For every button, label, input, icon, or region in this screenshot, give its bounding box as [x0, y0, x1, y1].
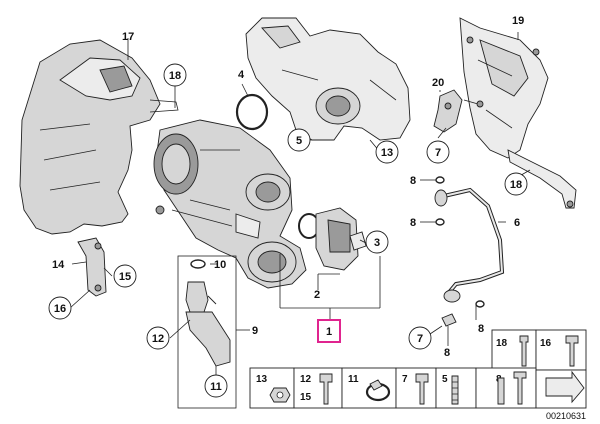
callout-18a: 18 — [169, 70, 181, 82]
callout-12: 12 — [152, 333, 164, 345]
callout-8d: 8 — [444, 347, 450, 359]
callout-2: 2 — [314, 289, 320, 301]
callout-1: 1 — [326, 326, 332, 338]
fastener-bottom-13: 13 — [256, 374, 268, 385]
wastegate-actuator — [298, 207, 367, 271]
fastener-panel-bottom: 13 12 15 11 7 5 8 — [249, 367, 587, 409]
bracket-20 — [433, 89, 484, 133]
exhaust-manifold — [245, 17, 411, 141]
oil-return-group — [177, 255, 237, 409]
callout-8c: 8 — [478, 323, 484, 335]
fastener-panel-right: 18 16 — [491, 329, 587, 371]
callout-1-box — [317, 319, 341, 343]
callout-7a: 7 — [435, 147, 441, 159]
callout-10: 10 — [214, 259, 226, 271]
fastener-bottom-5: 5 — [442, 374, 448, 385]
fastener-bottom-7: 7 — [402, 374, 408, 385]
turbocharger-assembly — [153, 119, 307, 289]
fastener-right-16: 16 — [540, 338, 552, 349]
callout-17: 17 — [122, 31, 134, 43]
callout-labels: 17 4 19 20 8 8 6 8 8 10 9 14 2 — [52, 15, 524, 359]
callout-leaders — [69, 32, 531, 376]
banjo-bolt-7 — [441, 313, 457, 327]
heat-shield-bracket-19 — [459, 17, 577, 209]
fastener-bottom-11: 11 — [348, 374, 359, 385]
callout-20: 20 — [432, 77, 444, 89]
callout-11: 11 — [210, 381, 222, 393]
callout-13: 13 — [381, 147, 393, 159]
fastener-bottom-15: 15 — [300, 392, 312, 403]
bracket-14 — [77, 237, 107, 297]
callout-3: 3 — [374, 237, 380, 249]
callout-18b: 18 — [510, 179, 522, 191]
callout-6: 6 — [514, 217, 520, 229]
oil-feed-line-6 — [434, 187, 505, 303]
fastener-right-18: 18 — [496, 338, 508, 349]
callout-8b: 8 — [410, 217, 416, 229]
heat-shield-17 — [19, 39, 179, 235]
fastener-bottom-12: 12 — [300, 374, 312, 385]
callout-14: 14 — [52, 259, 65, 271]
callout-7b: 7 — [417, 333, 423, 345]
washer-8c — [475, 300, 485, 308]
arrow-icon — [545, 370, 585, 404]
callout-19: 19 — [512, 15, 524, 27]
gasket-ring-4 — [235, 93, 269, 131]
circled-callouts: 18 5 13 7 18 3 15 16 12 11 7 — [48, 63, 528, 398]
diagram-number: 00210631 — [546, 411, 586, 421]
callout-16: 16 — [54, 303, 66, 315]
washer-8a — [435, 176, 445, 184]
callout-8a: 8 — [410, 175, 416, 187]
washer-8b — [435, 218, 445, 226]
callout-9: 9 — [252, 325, 258, 337]
callout-4: 4 — [238, 69, 245, 81]
callout-15: 15 — [119, 271, 131, 283]
callout-5: 5 — [296, 135, 302, 147]
